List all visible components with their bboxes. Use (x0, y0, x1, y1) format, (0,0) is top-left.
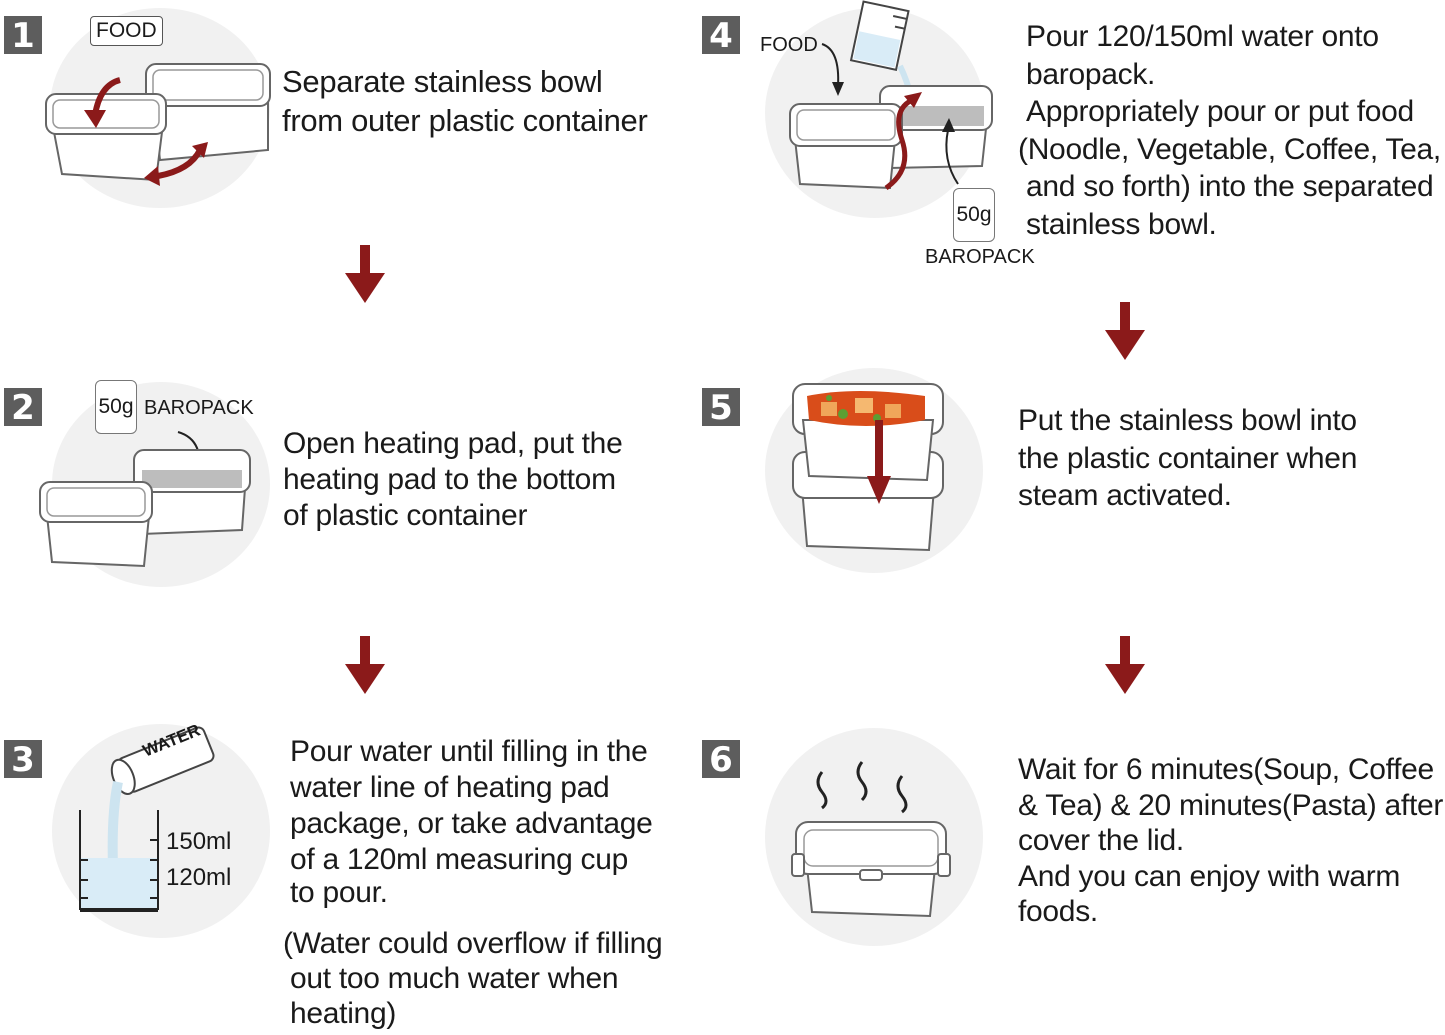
step-4-line: baropack. (1026, 57, 1156, 91)
step-3-line: Pour water until filling in the (290, 735, 648, 768)
food-label-step-4: FOOD (760, 34, 818, 56)
step-1-line: Separate stainless bowl (282, 64, 603, 99)
step-4-line: Pour 120/150ml water onto (1026, 20, 1379, 53)
step-2-line: of plastic container (283, 499, 528, 532)
step-3-line: of a 120ml measuring cup (290, 843, 628, 876)
ml-120-label: 120ml (166, 864, 232, 891)
step-3-note: (Water could overflow if filling out too… (283, 926, 663, 1031)
step-6-lidded-container-illustration (791, 761, 951, 918)
step-3-line: to pour. (290, 876, 388, 909)
down-arrow-1-2 (345, 245, 385, 303)
step-3-note-line: (Water could overflow if filling (283, 927, 663, 960)
step-5-line: Put the stainless bowl into (1018, 404, 1357, 437)
step-5-text: Put the stainless bowl into the plastic … (1018, 402, 1357, 515)
step-5-line: the plastic container when (1018, 441, 1358, 475)
step-6-line: And you can enjoy with warm (1018, 859, 1401, 893)
step-4-line: and so forth) into the separated (1026, 170, 1434, 203)
weight-tag: 50g (95, 380, 137, 434)
down-arrow-2-3 (345, 636, 385, 694)
step-3-line: package, or take advantage (290, 807, 653, 840)
step-2-line: heating pad to the bottom (283, 463, 616, 496)
down-arrow-5-6 (1105, 636, 1145, 694)
ml-150-label: 150ml (166, 828, 232, 855)
step-6-text: Wait for 6 minutes(Soup, Coffee & Tea) &… (1018, 752, 1443, 930)
step-4-line: (Noodle, Vegetable, Coffee, Tea, (1018, 132, 1441, 166)
food-label: FOOD (90, 16, 163, 46)
step-4-line: Appropriately pour or put food (1026, 95, 1414, 128)
weight-tag-step-4: 50g (953, 188, 995, 242)
step-4-containers-illustration (789, 0, 993, 191)
step-6-line: Wait for 6 minutes(Soup, Coffee (1018, 753, 1434, 786)
step-number-1: 1 (4, 16, 42, 56)
baropack-label-step-4: BAROPACK (925, 246, 1035, 268)
step-number-3: 3 (4, 740, 42, 780)
step-6-line: cover the lid. (1018, 824, 1184, 857)
step-3-note-line: heating) (290, 997, 397, 1030)
step-number-5: 5 (702, 388, 740, 428)
step-number-2: 2 (4, 388, 42, 428)
step-3-line: water line of heating pad (290, 771, 610, 804)
step-6-line: foods. (1018, 895, 1098, 928)
step-2-line: Open heating pad, put the (283, 427, 623, 460)
step-1-text: Separate stainless bowl from outer plast… (282, 62, 648, 140)
step-2-containers-illustration (39, 431, 251, 568)
step-1-containers-illustration (45, 63, 271, 186)
baropack-label: BAROPACK (144, 397, 254, 419)
step-number-4: 4 (702, 16, 740, 56)
step-5-stacked-containers-illustration (792, 383, 944, 552)
step-3-measuring-cup-illustration (79, 726, 215, 912)
step-3-text: Pour water until filling in the water li… (290, 734, 653, 909)
step-5-line: steam activated. (1018, 479, 1232, 512)
step-4-line: stainless bowl. (1026, 207, 1217, 241)
step-4-text: Pour 120/150ml water onto baropack. Appr… (1018, 18, 1441, 243)
down-arrow-4-5 (1105, 302, 1145, 360)
step-6-line: & Tea) & 20 minutes(Pasta) after (1018, 788, 1444, 822)
step-2-text: Open heating pad, put the heating pad to… (283, 426, 623, 534)
step-3-note-line: out too much water when (290, 962, 619, 995)
step-1-line: from outer plastic container (282, 103, 648, 138)
step-number-6: 6 (702, 740, 740, 780)
